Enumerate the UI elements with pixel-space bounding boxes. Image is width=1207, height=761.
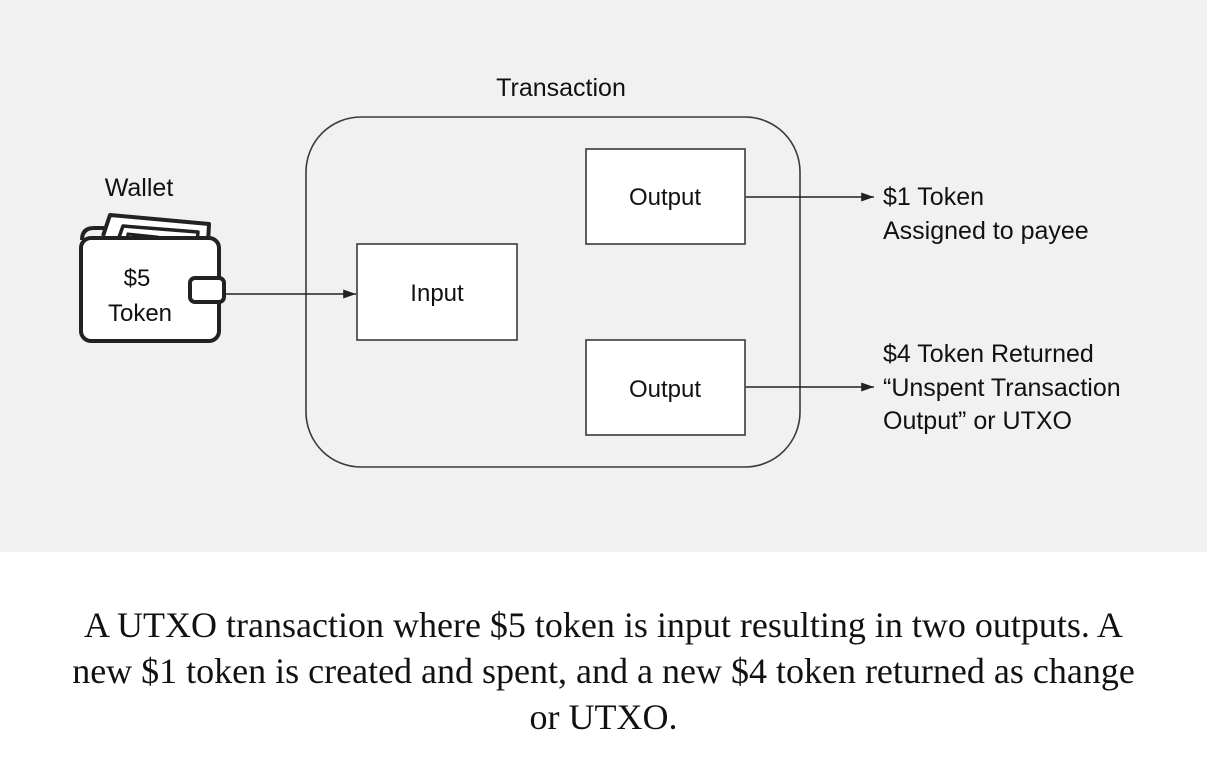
caption-line-1: A UTXO transaction where $5 token is inp… xyxy=(84,605,1123,645)
output-box-2 xyxy=(585,339,746,436)
caption-line-2: new $1 token is created and spent, and a… xyxy=(72,651,1135,691)
output-1-result-line-2: Assigned to payee xyxy=(883,217,1089,245)
output-1-result-line-1: $1 Token xyxy=(883,183,984,211)
wallet-label: Wallet xyxy=(105,174,174,202)
input-label: Input xyxy=(410,280,464,307)
wallet-amount: $5 xyxy=(124,265,151,292)
wallet-token-label: Token xyxy=(108,300,172,327)
output-label-2: Output xyxy=(629,376,701,403)
transaction-box xyxy=(305,116,801,468)
output-box-1 xyxy=(585,148,746,245)
diagram-panel: Transaction Wallet $5 Token Input Output… xyxy=(0,0,1207,552)
output-2-result-line-2: “Unspent Transaction xyxy=(883,374,1121,402)
figure-caption: A UTXO transaction where $5 token is inp… xyxy=(0,602,1207,740)
caption-line-3: or UTXO. xyxy=(529,697,678,737)
input-box xyxy=(356,243,518,341)
output-2-result-line-1: $4 Token Returned xyxy=(883,340,1094,368)
output-label-1: Output xyxy=(629,184,701,211)
output-2-result-line-3: Output” or UTXO xyxy=(883,407,1072,435)
wallet-icon xyxy=(79,213,226,343)
utxo-diagram: Transaction Wallet $5 Token Input Output… xyxy=(79,74,1121,468)
transaction-title: Transaction xyxy=(496,74,626,102)
